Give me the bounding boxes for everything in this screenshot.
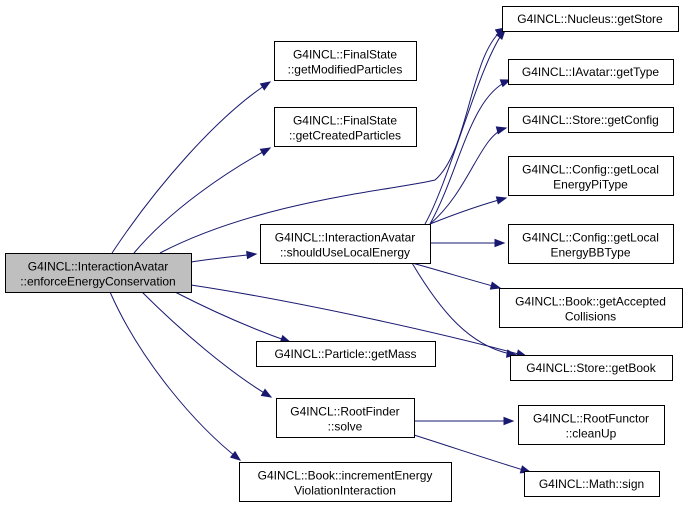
arrowhead — [503, 416, 515, 426]
node-box — [274, 41, 417, 81]
node-getBook[interactable]: G4INCL::Store::getBook — [510, 355, 673, 381]
node-label-line1: G4INCL::IAvatar::getType — [522, 65, 660, 79]
node-label-line2: ::shouldUseLocalEnergy — [280, 246, 410, 260]
node-label-line1: G4INCL::InteractionAvatar — [28, 260, 169, 274]
node-box — [274, 107, 417, 147]
node-label-line2: EnergyBBType — [550, 246, 630, 260]
edge-line — [429, 197, 507, 225]
edge-line — [133, 147, 271, 254]
node-label-line1: G4INCL::Store::getConfig — [522, 113, 659, 127]
node-nucleusGetStore[interactable]: G4INCL::Nucleus::getStore — [502, 6, 679, 32]
node-getCreated[interactable]: G4INCL::FinalState::getCreatedParticles — [274, 107, 417, 147]
arrowhead — [260, 388, 273, 398]
arrowhead — [495, 126, 508, 135]
edge-line — [159, 27, 506, 254]
node-box — [524, 471, 660, 497]
arrowhead — [229, 450, 242, 461]
node-getConfig[interactable]: G4INCL::Store::getConfig — [508, 107, 674, 133]
edge-root-to-shouldUse — [190, 250, 258, 263]
node-box — [5, 253, 192, 293]
edge-line — [111, 81, 271, 254]
node-label-line1: G4INCL::RootFinder — [290, 405, 399, 419]
node-sign[interactable]: G4INCL::Math::sign — [524, 471, 660, 497]
nodes-layer: G4INCL::InteractionAvatar::enforceEnergy… — [5, 6, 683, 502]
node-label-line1: G4INCL::Nucleus::getStore — [517, 12, 663, 26]
node-box — [502, 6, 679, 32]
node-box — [239, 462, 452, 502]
node-box — [518, 405, 665, 445]
node-solve[interactable]: G4INCL::RootFinder::solve — [276, 398, 415, 438]
node-label-line2: EnergyPiType — [553, 178, 628, 192]
node-label-line1: G4INCL::Config::getLocal — [522, 163, 659, 177]
node-box — [260, 224, 431, 264]
node-box — [256, 341, 436, 367]
edge-line — [174, 291, 291, 343]
edge-shouldUse-to-getConfig — [429, 126, 508, 225]
edge-shouldUse-to-getType — [429, 79, 512, 225]
node-label-line1: G4INCL::Book::incrementEnergy — [258, 469, 433, 483]
arrowhead — [499, 79, 512, 88]
node-label-line1: G4INCL::Book::getAccepted — [515, 295, 666, 309]
node-cleanUp[interactable]: G4INCL::RootFunctor::cleanUp — [518, 405, 665, 445]
edge-solve-to-cleanUp — [413, 416, 515, 426]
node-getType[interactable]: G4INCL::IAvatar::getType — [508, 59, 674, 85]
node-incrementEnergy[interactable]: G4INCL::Book::incrementEnergyViolationIn… — [239, 462, 452, 502]
node-label-line1: G4INCL::FinalState — [293, 48, 397, 62]
node-box — [499, 288, 683, 328]
arrowhead — [494, 238, 506, 248]
edge-shouldUse-to-nucleusGetStore — [424, 28, 506, 225]
edges-layer — [109, 27, 532, 474]
edge-line — [190, 253, 257, 263]
edge-line — [413, 434, 531, 473]
node-label-line2: ::cleanUp — [566, 427, 617, 441]
node-label-line1: G4INCL::Math::sign — [539, 477, 644, 491]
node-label-line2: ViolationInteraction — [294, 484, 396, 498]
node-box — [508, 107, 674, 133]
edge-root-to-incrementEnergy — [109, 291, 242, 461]
arrowhead — [495, 196, 508, 205]
edge-shouldUse-to-getLocalPi — [429, 196, 508, 225]
edge-root-to-getCreated — [133, 147, 272, 254]
node-label-line2: ::solve — [328, 420, 363, 434]
node-label-line2: ::getCreatedParticles — [289, 129, 401, 143]
edge-root-to-getMass — [174, 291, 292, 343]
edge-line — [429, 79, 511, 225]
arrowhead — [259, 81, 272, 91]
edge-shouldUse-to-getAccepted — [411, 262, 502, 290]
node-box — [276, 398, 415, 438]
arrowhead — [259, 147, 272, 157]
node-root[interactable]: G4INCL::InteractionAvatar::enforceEnergy… — [5, 253, 192, 293]
arrowhead — [489, 281, 502, 290]
edge-root-to-getModified — [111, 81, 272, 254]
node-box — [508, 59, 674, 85]
arrowhead — [495, 28, 506, 41]
node-label-line1: G4INCL::Config::getLocal — [522, 231, 659, 245]
edge-line — [141, 291, 272, 398]
node-shouldUse[interactable]: G4INCL::InteractionAvatar::shouldUseLoca… — [260, 224, 431, 264]
arrowhead — [246, 250, 258, 260]
node-box — [508, 156, 674, 196]
node-getMass[interactable]: G4INCL::Particle::getMass — [256, 341, 436, 367]
node-label-line1: G4INCL::InteractionAvatar — [275, 231, 416, 245]
edge-shouldUse-to-getLocalBB — [430, 238, 506, 248]
edge-line — [424, 29, 506, 225]
edge-line — [411, 262, 517, 356]
node-label-line1: G4INCL::Particle::getMass — [274, 347, 416, 361]
node-label-line2: Collisions — [565, 310, 616, 324]
node-box — [510, 355, 673, 381]
node-label-line1: G4INCL::RootFunctor — [533, 412, 649, 426]
node-label-line2: ::enforceEnergyConservation — [20, 275, 175, 289]
edge-root-to-solve — [141, 291, 273, 398]
node-label-line2: ::getModifiedParticles — [288, 63, 403, 77]
node-box — [508, 224, 674, 264]
node-label-line1: G4INCL::FinalState — [293, 114, 397, 128]
edge-line — [109, 291, 241, 461]
node-getModified[interactable]: G4INCL::FinalState::getModifiedParticles — [274, 41, 417, 81]
node-label-line1: G4INCL::Store::getBook — [526, 361, 656, 375]
